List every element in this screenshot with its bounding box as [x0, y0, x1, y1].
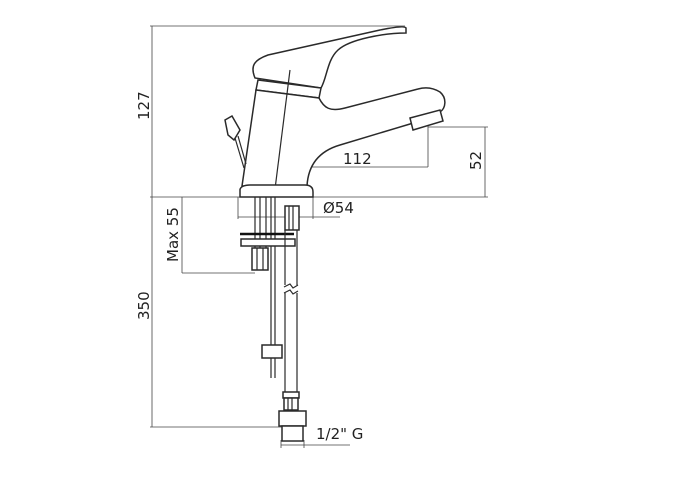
- under-deck-assembly: [240, 197, 307, 442]
- dim-spout-reach: 112: [343, 150, 372, 168]
- popup-lever: [224, 114, 241, 142]
- dim-total-height: 127: [135, 91, 153, 120]
- dim-max-deck-thickness: Max 55: [164, 207, 182, 262]
- dim-connection: 1/2" G: [316, 425, 364, 443]
- dim-hose-length: 350: [135, 291, 153, 320]
- dim-base-diameter: Ø54: [323, 199, 354, 217]
- lever-handle: [252, 26, 407, 89]
- faucet-body: [241, 87, 446, 187]
- dim-spout-height: 52: [467, 150, 485, 170]
- base-plate: [239, 184, 314, 198]
- aerator: [409, 109, 444, 131]
